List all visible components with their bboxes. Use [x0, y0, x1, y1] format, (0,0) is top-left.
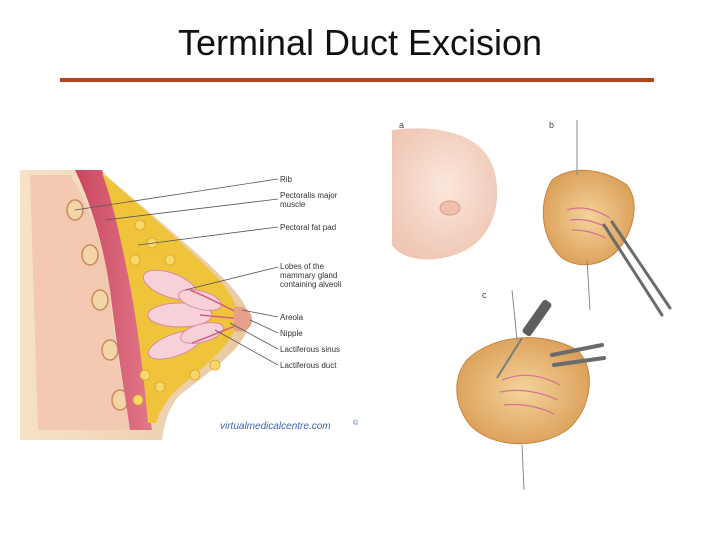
panel-b-suture-bottom — [586, 259, 591, 311]
label-lactiferous-sinus: Lactiferous sinus — [280, 345, 340, 354]
watermark-symbol: © — [353, 419, 359, 427]
procedure-illustration: a b c — [372, 110, 677, 495]
leader-lines — [74, 178, 279, 366]
procedure-svg: a b c — [392, 120, 672, 491]
label-fat-pad: Pectoral fat pad — [280, 223, 336, 232]
label-pectoralis: Pectoralis major — [280, 191, 338, 200]
label-lobes: Lobes of the — [280, 262, 325, 271]
pectoralis-muscle — [75, 170, 152, 430]
breast-anatomy-illustration: Rib Pectoralis major muscle Pectoral fat… — [20, 165, 365, 440]
mammary-lobes — [142, 269, 224, 360]
title-divider — [60, 78, 654, 82]
panel-c-suture-top — [511, 289, 518, 341]
panel-b-incision — [542, 169, 635, 266]
label-areola: Areola — [280, 313, 304, 322]
label-lobes-line2: mammary gland — [280, 271, 337, 280]
panel-b-forceps — [602, 220, 672, 317]
panel-c-ducts — [499, 374, 561, 415]
nipple-areola — [234, 306, 252, 332]
slide-title: Terminal Duct Excision — [177, 22, 543, 63]
panel-a-breast — [392, 128, 498, 260]
label-lobes-line3: containing alveoli — [280, 280, 342, 289]
panel-b-label: b — [549, 120, 554, 130]
chest-wall — [30, 175, 130, 430]
panel-c-instruments — [496, 299, 606, 379]
panel-a-nipple — [439, 200, 461, 216]
watermark: virtualmedicalcentre.com — [220, 421, 331, 432]
label-nipple: Nipple — [280, 329, 303, 338]
panel-c-suture-bottom — [521, 444, 525, 491]
label-lactiferous-duct: Lactiferous duct — [280, 361, 337, 370]
label-rib: Rib — [280, 175, 293, 184]
panel-c-label: c — [482, 290, 487, 300]
label-pectoralis-line2: muscle — [280, 200, 306, 209]
anatomy-svg: Rib Pectoralis major muscle Pectoral fat… — [20, 170, 359, 440]
panel-a-label: a — [399, 120, 404, 130]
